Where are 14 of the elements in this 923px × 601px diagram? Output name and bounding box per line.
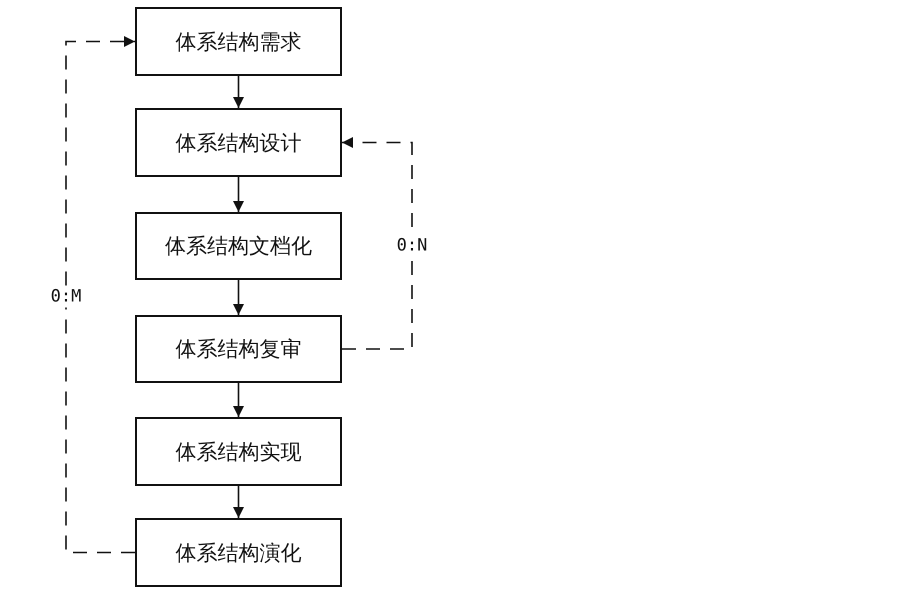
arrow: [233, 280, 244, 315]
process-box: 体系结构需求: [135, 7, 342, 76]
dashed-arrow: [65, 36, 135, 554]
process-box: 体系结构演化: [135, 518, 342, 587]
process-box: 体系结构设计: [135, 108, 342, 177]
edge-label: 0:M: [48, 286, 84, 308]
process-box: 体系结构实现: [135, 417, 342, 486]
arrow: [233, 486, 244, 518]
arrow: [233, 177, 244, 212]
arrow: [233, 76, 244, 108]
arrow: [233, 383, 244, 417]
dashed-arrow: [342, 137, 413, 350]
process-box: 体系结构文档化: [135, 212, 342, 280]
process-box: 体系结构复审: [135, 315, 342, 383]
